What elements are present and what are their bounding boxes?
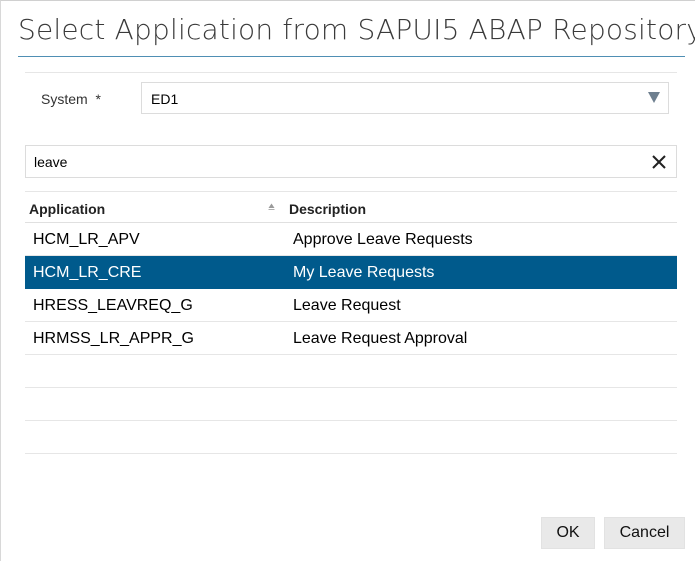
sort-ascending-icon bbox=[268, 203, 275, 210]
column-header-application[interactable]: Application bbox=[29, 201, 106, 217]
cell-description: Approve Leave Requests bbox=[293, 231, 473, 248]
title-divider bbox=[18, 56, 685, 57]
triangle-down-icon[interactable] bbox=[647, 90, 661, 104]
close-icon[interactable] bbox=[650, 153, 668, 171]
empty-table-row bbox=[25, 421, 677, 454]
system-select[interactable]: ED1 bbox=[141, 82, 669, 114]
system-label: System * bbox=[41, 91, 101, 107]
empty-table-row bbox=[25, 388, 677, 421]
cell-description: Leave Request Approval bbox=[293, 330, 468, 347]
cell-application: HCM_LR_CRE bbox=[33, 264, 142, 281]
table-row[interactable]: HRMSS_LR_APPR_G Leave Request Approval bbox=[25, 322, 677, 355]
table-row[interactable]: HRESS_LEAVREQ_G Leave Request bbox=[25, 289, 677, 322]
cell-application: HRMSS_LR_APPR_G bbox=[33, 330, 194, 347]
cell-application: HCM_LR_APV bbox=[33, 231, 140, 248]
cell-application: HRESS_LEAVREQ_G bbox=[33, 297, 193, 314]
table-header: Application Description bbox=[25, 191, 677, 223]
system-row: System * ED1 bbox=[25, 72, 677, 124]
empty-table-row bbox=[25, 355, 677, 388]
table-row[interactable]: HCM_LR_APV Approve Leave Requests bbox=[25, 223, 677, 256]
application-table: Application Description HCM_LR_APV Appro… bbox=[25, 191, 677, 454]
search-field[interactable] bbox=[25, 145, 677, 178]
cell-description: Leave Request bbox=[293, 297, 401, 314]
required-marker: * bbox=[95, 91, 101, 107]
dialog-title: Select Application from SAPUI5 ABAP Repo… bbox=[18, 13, 695, 46]
system-select-value: ED1 bbox=[151, 91, 179, 107]
search-input[interactable] bbox=[34, 154, 634, 170]
cell-description: My Leave Requests bbox=[293, 264, 435, 281]
ok-button[interactable]: OK bbox=[541, 517, 595, 549]
system-label-text: System bbox=[41, 91, 88, 107]
column-header-description[interactable]: Description bbox=[289, 201, 367, 217]
cancel-button[interactable]: Cancel bbox=[604, 517, 685, 549]
table-row-selected[interactable]: HCM_LR_CRE My Leave Requests bbox=[25, 256, 677, 289]
